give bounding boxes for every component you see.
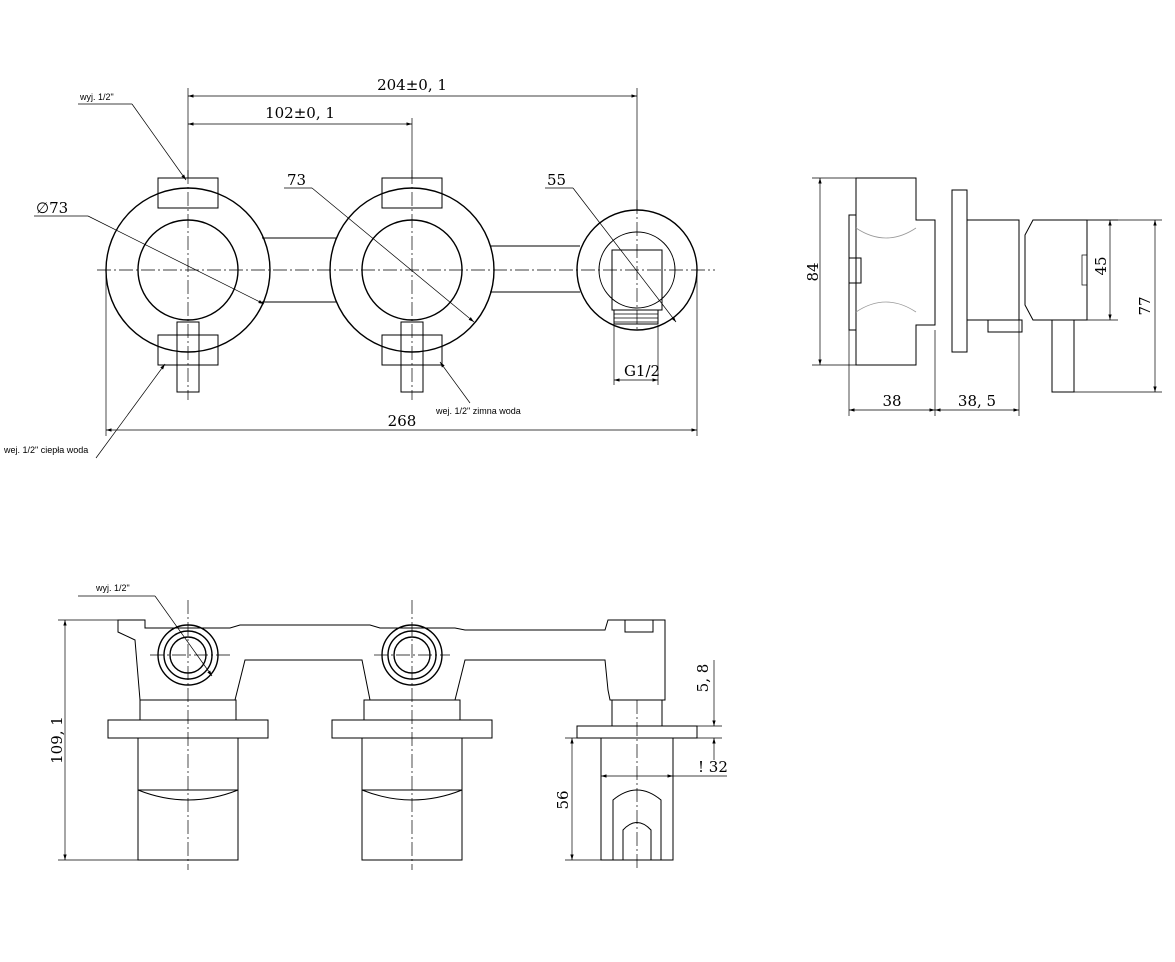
dim-half-span: 102±0, 1 (265, 104, 335, 122)
dim-overall-span: 204±0, 1 (377, 76, 447, 94)
dim-top-height: 109, 1 (48, 716, 66, 764)
label-outlet-bottom: wyj. 1/2" (95, 583, 130, 593)
dim-radius-middle: 73 (287, 171, 306, 189)
dim-depth-b: 38, 5 (958, 392, 996, 410)
label-outlet-top: wyj. 1/2" (79, 92, 114, 102)
front-view: 204±0, 1 102±0, 1 268 G1/2 ∅73 73 55 wyj… (3, 76, 715, 459)
dim-overall-height: 77 (1136, 296, 1154, 315)
top-view: 109, 1 5, 8 ! 32 56 wyj. 1/2" (48, 583, 728, 870)
dim-radius-right: 55 (547, 171, 566, 189)
dim-thread: G1/2 (624, 362, 660, 380)
dim-holder-depth: 56 (554, 790, 572, 809)
dim-holder-width: ! 32 (698, 758, 728, 776)
dim-total-width: 268 (388, 412, 417, 430)
label-hot-inlet: wej. 1/2" ciepła woda (3, 445, 88, 455)
dim-depth-a: 38 (882, 392, 901, 410)
dim-holder-height: 45 (1092, 256, 1110, 275)
label-cold-inlet: wej. 1/2" zimna woda (435, 406, 521, 416)
dim-side-height: 84 (804, 262, 822, 281)
dim-diameter: ∅73 (36, 199, 68, 217)
dim-flange: 5, 8 (694, 664, 712, 693)
side-view: 84 38 38, 5 45 77 (804, 177, 1162, 416)
